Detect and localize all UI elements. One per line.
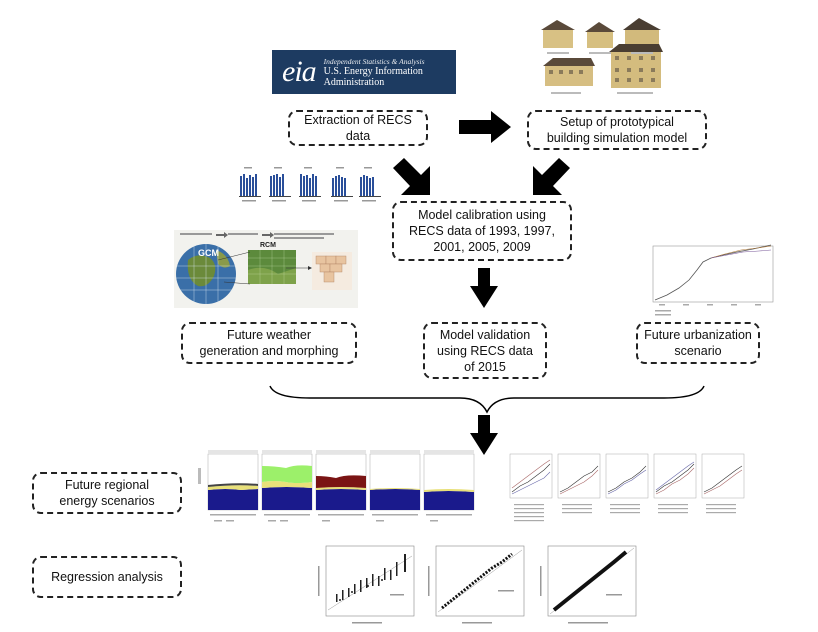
scatter-plot-2: [428, 545, 525, 624]
scatter-plot-1: [318, 545, 415, 624]
line-panel-2: [557, 453, 601, 499]
validation-box: Model validation using RECS data of 2015: [423, 322, 547, 379]
area-panel-5: [423, 450, 475, 511]
eia-tagline: Independent Statistics & Analysis: [323, 56, 425, 66]
building-prototypes-image: [541, 18, 663, 94]
extraction-box: Extraction of RECS data: [288, 110, 428, 146]
rcm-label: RCM: [260, 242, 276, 249]
recs-bar-thumbnails: [239, 167, 381, 202]
regional-stacked-area-charts: [198, 450, 475, 522]
area-panel-3: [315, 450, 367, 511]
line-panel-1: [509, 453, 553, 499]
scenario-line-thumbnails: [509, 453, 745, 522]
area-panel-4: [369, 450, 421, 511]
line-panel-5: [701, 453, 745, 499]
eia-logo-mark: eia: [282, 55, 317, 88]
setup-box: Setup of prototypical building simulatio…: [527, 110, 707, 150]
arrow-down-scenarios: [470, 415, 498, 455]
arrow-down-left: [533, 158, 570, 195]
gcm-label: GCM: [198, 248, 219, 258]
weather-box: Future weather generation and morphing: [181, 322, 357, 364]
area-panel-2: [261, 450, 313, 511]
calibration-box: Model calibration using RECS data of 199…: [392, 201, 572, 261]
regional-box: Future regional energy scenarios: [32, 472, 182, 514]
line-panel-3: [605, 453, 649, 499]
regression-scatter-plots: [318, 545, 637, 624]
area-panel-1: [207, 450, 259, 511]
eia-logo: eia Independent Statistics & Analysis U.…: [272, 50, 456, 94]
arrow-down-validation: [470, 268, 498, 308]
eia-name-line1: U.S. Energy Information: [323, 65, 423, 77]
climate-downscaling-image: GCM RCM: [174, 230, 358, 308]
urbanization-line-chart: [652, 244, 774, 316]
arrow-down-right: [393, 158, 430, 195]
arrow-right: [459, 111, 511, 143]
merge-brace: [269, 385, 705, 414]
line-panel-4: [653, 453, 697, 499]
eia-name-line2: Administration: [323, 76, 385, 88]
urbanization-box: Future urbanization scenario: [636, 322, 760, 364]
scatter-plot-3: [540, 545, 637, 624]
regression-box: Regression analysis: [32, 556, 182, 598]
